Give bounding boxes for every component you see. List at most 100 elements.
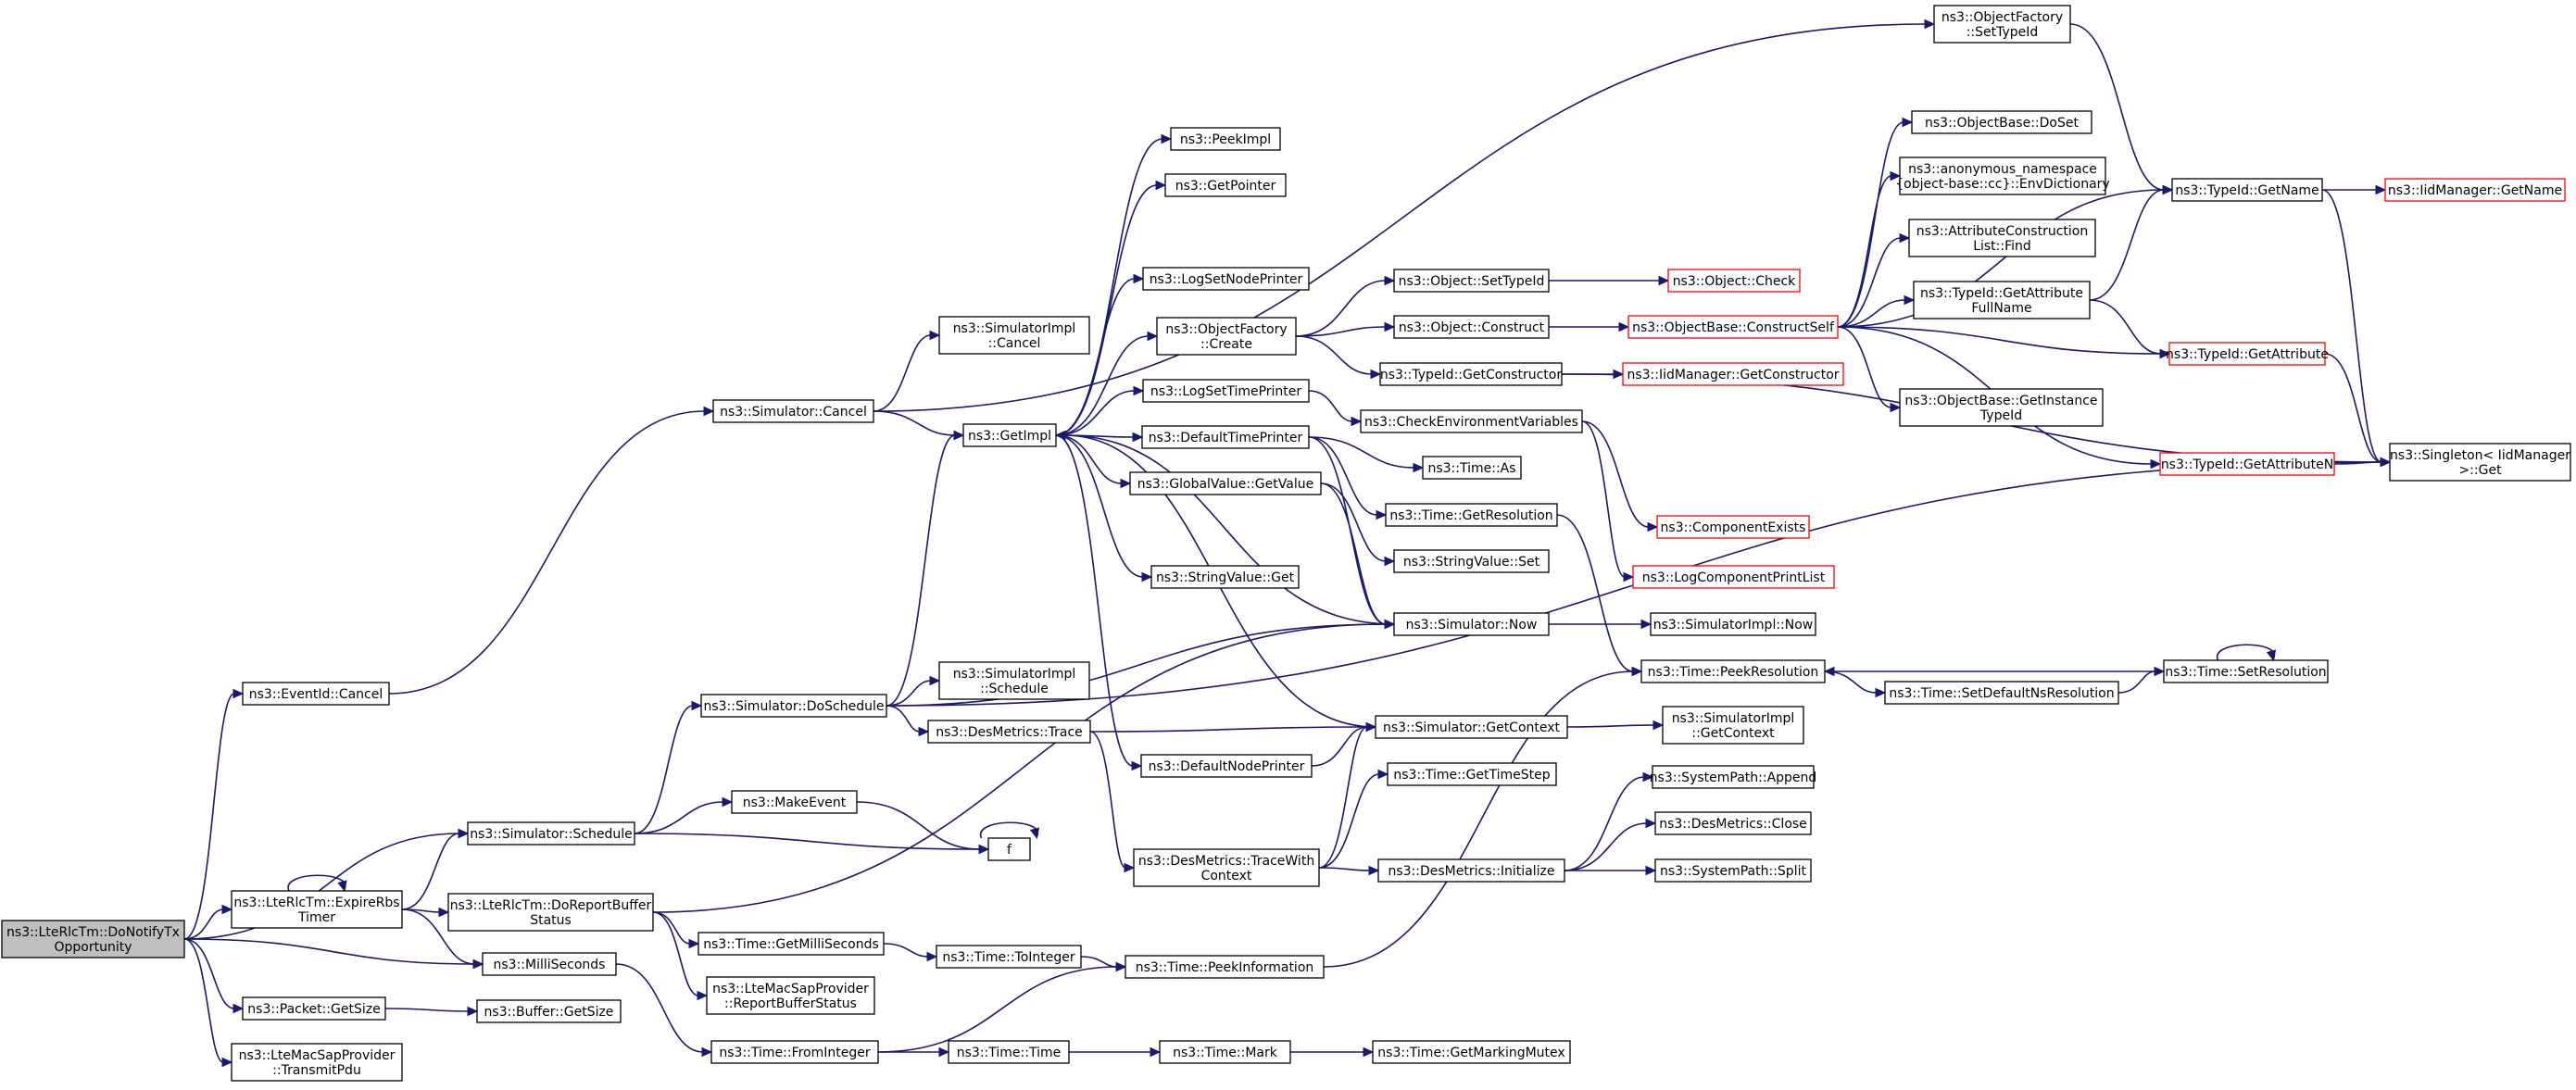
node-time-setdefault[interactable]: ns3::Time::SetDefaultNsResolution bbox=[1884, 681, 2119, 705]
node-desm-init[interactable]: ns3::DesMetrics::Initialize bbox=[1377, 858, 1565, 883]
node-peekimpl[interactable]: ns3::PeekImpl bbox=[1170, 127, 1281, 151]
node-report-status[interactable]: ns3::LteMacSapProvider::ReportBufferStat… bbox=[706, 976, 875, 1015]
node-label: ns3::LogSetNodePrinter bbox=[1150, 272, 1303, 287]
edge-arrowhead bbox=[1132, 432, 1144, 443]
node-strval-set[interactable]: ns3::StringValue::Set bbox=[1393, 549, 1550, 573]
node-obj-check[interactable]: ns3::Object::Check bbox=[1667, 269, 1801, 293]
node-box bbox=[1125, 955, 1325, 979]
node-label: ns3::DesMetrics::Close bbox=[1659, 817, 1807, 832]
node-time-peekres[interactable]: ns3::Time::PeekResolution bbox=[1640, 659, 1826, 683]
node-sim-now[interactable]: ns3::Simulator::Now bbox=[1393, 612, 1550, 636]
node-anon-envdict[interactable]: ns3::anonymous_namespace{object-base::cc… bbox=[1895, 157, 2110, 195]
node-simimpl-now[interactable]: ns3::SimulatorImpl::Now bbox=[1650, 612, 1816, 636]
node-time-peekinfo[interactable]: ns3::Time::PeekInformation bbox=[1125, 955, 1325, 979]
node-time-getmarking[interactable]: ns3::Time::GetMarkingMutex bbox=[1372, 1040, 1571, 1064]
node-label: ns3::Simulator::Cancel bbox=[720, 405, 867, 420]
edge-line bbox=[634, 801, 724, 834]
node-getpointer[interactable]: ns3::GetPointer bbox=[1164, 173, 1287, 197]
node-packet-getsize[interactable]: ns3::Packet::GetSize bbox=[242, 996, 386, 1021]
edge-line bbox=[1055, 390, 1136, 436]
node-typeid-getctor[interactable]: ns3::TypeId::GetConstructor bbox=[1379, 362, 1563, 386]
node-label: ns3::TypeId::GetName bbox=[2175, 183, 2318, 198]
node-box bbox=[1908, 219, 2096, 257]
node-typeid-getname[interactable]: ns3::TypeId::GetName bbox=[2171, 178, 2323, 202]
node-sim-getcontext[interactable]: ns3::Simulator::GetContext bbox=[1375, 715, 1568, 739]
node-obj-construct[interactable]: ns3::Object::Construct bbox=[1393, 315, 1550, 339]
edge-arrowhead bbox=[2159, 348, 2171, 359]
node-time-getms[interactable]: ns3::Time::GetMilliSeconds bbox=[697, 932, 885, 956]
node-time-getres[interactable]: ns3::Time::GetResolution bbox=[1385, 503, 1558, 527]
node-objfactory-settypeid[interactable]: ns3::ObjectFactory::SetTypeId bbox=[1933, 5, 2071, 44]
node-time-as[interactable]: ns3::Time::As bbox=[1422, 456, 1522, 480]
edge-line bbox=[873, 334, 932, 412]
node-logsetnode[interactable]: ns3::LogSetNodePrinter bbox=[1142, 267, 1310, 291]
node-iid-getname[interactable]: ns3::IidManager::GetName bbox=[2384, 178, 2566, 202]
node-eventid-cancel[interactable]: ns3::EventId::Cancel bbox=[242, 682, 390, 706]
node-label: ns3::Time::PeekResolution bbox=[1648, 665, 1819, 680]
edge-line bbox=[1055, 434, 1123, 484]
node-objfactory-create[interactable]: ns3::ObjectFactory::Create bbox=[1156, 317, 1297, 356]
node-obj-settypeid[interactable]: ns3::Object::SetTypeId bbox=[1393, 269, 1550, 293]
node-simimpl-getcontext[interactable]: ns3::SimulatorImpl::GetContext bbox=[1662, 706, 1804, 745]
edge-line bbox=[886, 705, 921, 733]
node-transmit-pdu[interactable]: ns3::LteMacSapProvider::TransmitPdu bbox=[231, 1043, 403, 1082]
node-make-event[interactable]: ns3::MakeEvent bbox=[731, 790, 858, 814]
edge-arrowhead bbox=[1141, 571, 1153, 583]
node-time-gettimestep[interactable]: ns3::Time::GetTimeStep bbox=[1387, 762, 1557, 786]
node-time-setres[interactable]: ns3::Time::SetResolution bbox=[2163, 659, 2329, 683]
edge-line bbox=[1089, 731, 1126, 869]
node-buffer-getsize[interactable]: ns3::Buffer::GetSize bbox=[476, 999, 622, 1023]
node-time-tointeger[interactable]: ns3::Time::ToInteger bbox=[936, 945, 1082, 969]
node-comp-exists[interactable]: ns3::ComponentExists bbox=[1656, 515, 1810, 539]
node-singleton-get[interactable]: ns3::Singleton< IidManager >::Get bbox=[2389, 443, 2571, 482]
node-box bbox=[1656, 515, 1810, 539]
edge-arrowhead bbox=[1133, 273, 1145, 284]
edge-arrowhead bbox=[1652, 720, 1665, 731]
node-simimpl-schedule[interactable]: ns3::SimulatorImpl::Schedule bbox=[938, 661, 1090, 700]
edge-sim-doschedule-to-getimpl bbox=[886, 430, 965, 707]
node-default-node[interactable]: ns3::DefaultNodePrinter bbox=[1140, 754, 1313, 778]
node-time-fromint[interactable]: ns3::Time::FromInteger bbox=[710, 1040, 879, 1064]
node-logsettime[interactable]: ns3::LogSetTimePrinter bbox=[1142, 379, 1310, 403]
node-label: ns3::Time::Time bbox=[957, 1046, 1061, 1060]
node-f[interactable]: f bbox=[987, 837, 1031, 861]
node-getimpl[interactable]: ns3::GetImpl bbox=[962, 423, 1057, 447]
node-sp-split[interactable]: ns3::SystemPath::Split bbox=[1654, 858, 1812, 883]
node-label: ns3::Time::As bbox=[1427, 461, 1515, 476]
node-gv-getvalue[interactable]: ns3::GlobalValue::GetValue bbox=[1129, 471, 1322, 495]
node-sim-doschedule[interactable]: ns3::Simulator::DoSchedule bbox=[700, 694, 887, 718]
node-typeid-getattr[interactable]: ns3::TypeId::GetAttribute bbox=[2166, 342, 2329, 366]
node-objbase-cs[interactable]: ns3::ObjectBase::ConstructSelf bbox=[1627, 315, 1839, 339]
node-time-time[interactable]: ns3::Time::Time bbox=[948, 1040, 1070, 1064]
edge-sim-cancel-to-objfactory-settypeid bbox=[873, 19, 1936, 412]
node-sim-cancel[interactable]: ns3::Simulator::Cancel bbox=[712, 399, 874, 423]
node-label: ns3::LteRlcTm::DoReportBuffer bbox=[450, 898, 652, 913]
node-sp-append[interactable]: ns3::SystemPath::Append bbox=[1650, 765, 1817, 789]
node-default-time[interactable]: ns3::DefaultTimePrinter bbox=[1141, 425, 1310, 449]
node-box bbox=[2389, 443, 2571, 482]
node-box bbox=[1, 920, 185, 958]
node-check-env[interactable]: ns3::CheckEnvironmentVariables bbox=[1360, 409, 1583, 433]
node-time-mark[interactable]: ns3::Time::Mark bbox=[1159, 1040, 1291, 1064]
edge-arrowhead bbox=[2162, 184, 2174, 195]
node-iid-getctor[interactable]: ns3::IidManager::GetConstructor bbox=[1622, 362, 1844, 386]
node-millisec[interactable]: ns3::MilliSeconds bbox=[482, 952, 617, 976]
node-objbase-doset[interactable]: ns3::ObjectBase::DoSet bbox=[1911, 110, 2092, 134]
node-strval-get[interactable]: ns3::StringValue::Get bbox=[1150, 565, 1300, 589]
node-desm-close[interactable]: ns3::DesMetrics::Close bbox=[1654, 811, 1812, 835]
node-sim-schedule[interactable]: ns3::Simulator::Schedule bbox=[467, 821, 635, 846]
node-logcomp-print[interactable]: ns3::LogComponentPrintList bbox=[1632, 565, 1835, 589]
nodes-layer: ns3::LteRlcTm::DoNotifyTxOpportunityns3:… bbox=[1, 5, 2571, 1082]
edge-default-node-to-sim-getcontext bbox=[1311, 721, 1377, 767]
node-typeid-getattrn[interactable]: ns3::TypeId::GetAttributeN bbox=[2159, 452, 2335, 476]
node-desm-trace[interactable]: ns3::DesMetrics::Trace bbox=[927, 720, 1091, 744]
edge-arrowhead bbox=[467, 1006, 479, 1017]
node-simimpl-cancel[interactable]: ns3::SimulatorImpl::Cancel bbox=[938, 316, 1090, 355]
